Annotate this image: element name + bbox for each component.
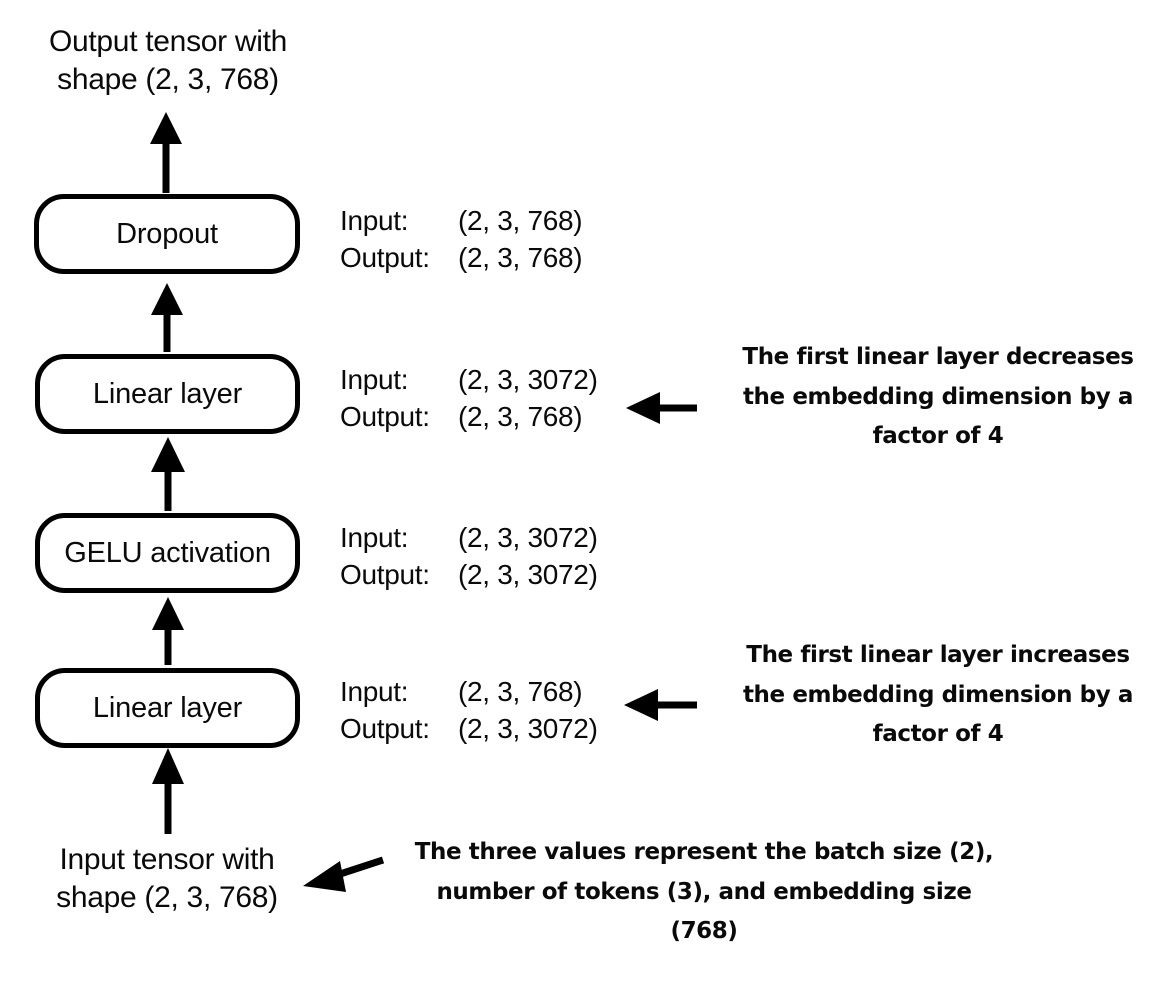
note-decrease-embedding-dim: The first linear layer decreases the emb… xyxy=(742,344,1134,450)
io-spec-linear-layer-top-input-row: Input: (2, 3, 3072) xyxy=(340,362,598,399)
io-spec-linear-layer-bottom-output-row: Output: (2, 3, 3072) xyxy=(340,711,598,748)
arrow-linear-top-to-dropout xyxy=(151,283,183,352)
io-spec-linear-layer-top-input-value: (2, 3, 3072) xyxy=(458,364,598,395)
io-spec-gelu-activation-output-value: (2, 3, 3072) xyxy=(458,558,598,590)
arrow-gelu-to-linear-top xyxy=(151,437,185,511)
io-spec-dropout-input-row: Input: (2, 3, 768) xyxy=(340,203,583,240)
node-dropout[interactable]: Dropout xyxy=(34,194,300,274)
arrow-note-three-values xyxy=(303,856,385,892)
io-spec-linear-layer-bottom: Input: (2, 3, 768) Output: (2, 3, 3072) xyxy=(340,674,598,748)
io-spec-dropout-output-value: (2, 3, 768) xyxy=(458,241,583,273)
arrow-linear-bottom-to-gelu xyxy=(152,597,184,665)
io-spec-gelu-activation-input-value: (2, 3, 3072) xyxy=(458,522,598,553)
io-spec-dropout: Input: (2, 3, 768) Output: (2, 3, 768) xyxy=(340,203,583,277)
io-spec-linear-layer-top: Input: (2, 3, 3072) Output: (2, 3, 768) xyxy=(340,362,598,436)
node-gelu-activation-label: GELU activation xyxy=(64,536,271,569)
io-spec-linear-layer-bottom-input-key: Input: xyxy=(340,676,409,707)
io-spec-linear-layer-top-input-key: Input: xyxy=(340,364,409,395)
io-spec-linear-layer-bottom-output-value: (2, 3, 3072) xyxy=(458,712,598,744)
io-spec-linear-layer-bottom-input-row: Input: (2, 3, 768) xyxy=(340,674,598,711)
node-dropout-label: Dropout xyxy=(116,217,218,250)
io-spec-gelu-activation-input-row: Input: (2, 3, 3072) xyxy=(340,520,598,557)
node-linear-layer-bottom[interactable]: Linear layer xyxy=(35,668,300,748)
note-increase-embedding-dim: The first linear layer increases the emb… xyxy=(742,642,1134,748)
node-linear-layer-top[interactable]: Linear layer xyxy=(35,354,300,434)
io-spec-linear-layer-bottom-output-key: Output: xyxy=(340,712,430,744)
io-spec-gelu-activation-output-row: Output: (2, 3, 3072) xyxy=(340,557,598,594)
io-spec-dropout-output-key: Output: xyxy=(340,241,430,273)
node-gelu-activation[interactable]: GELU activation xyxy=(35,513,300,593)
node-linear-layer-bottom-label: Linear layer xyxy=(92,691,243,724)
arrow-note-decrease xyxy=(626,392,697,424)
io-spec-linear-layer-top-output-key: Output: xyxy=(340,400,430,432)
arrow-input-to-linear-bottom xyxy=(152,748,184,834)
io-spec-gelu-activation-output-key: Output: xyxy=(340,558,430,590)
io-spec-gelu-activation: Input: (2, 3, 3072) Output: (2, 3, 3072) xyxy=(340,520,598,594)
arrow-dropout-to-output xyxy=(150,112,182,193)
arrow-note-increase xyxy=(624,689,697,721)
io-spec-linear-layer-top-output-value: (2, 3, 768) xyxy=(458,400,583,432)
input-tensor-caption: Input tensor with shape (2, 3, 768) xyxy=(56,843,278,915)
io-spec-dropout-input-value: (2, 3, 768) xyxy=(458,205,583,236)
note-three-values-meaning: The three values represent the batch siz… xyxy=(414,839,994,945)
io-spec-dropout-input-key: Input: xyxy=(340,205,409,236)
io-spec-dropout-output-row: Output: (2, 3, 768) xyxy=(340,240,583,277)
io-spec-linear-layer-bottom-input-value: (2, 3, 768) xyxy=(458,676,583,707)
output-tensor-caption: Output tensor with shape (2, 3, 768) xyxy=(48,25,288,97)
io-spec-linear-layer-top-output-row: Output: (2, 3, 768) xyxy=(340,399,598,436)
node-linear-layer-top-label: Linear layer xyxy=(92,377,243,410)
io-spec-gelu-activation-input-key: Input: xyxy=(340,522,409,553)
